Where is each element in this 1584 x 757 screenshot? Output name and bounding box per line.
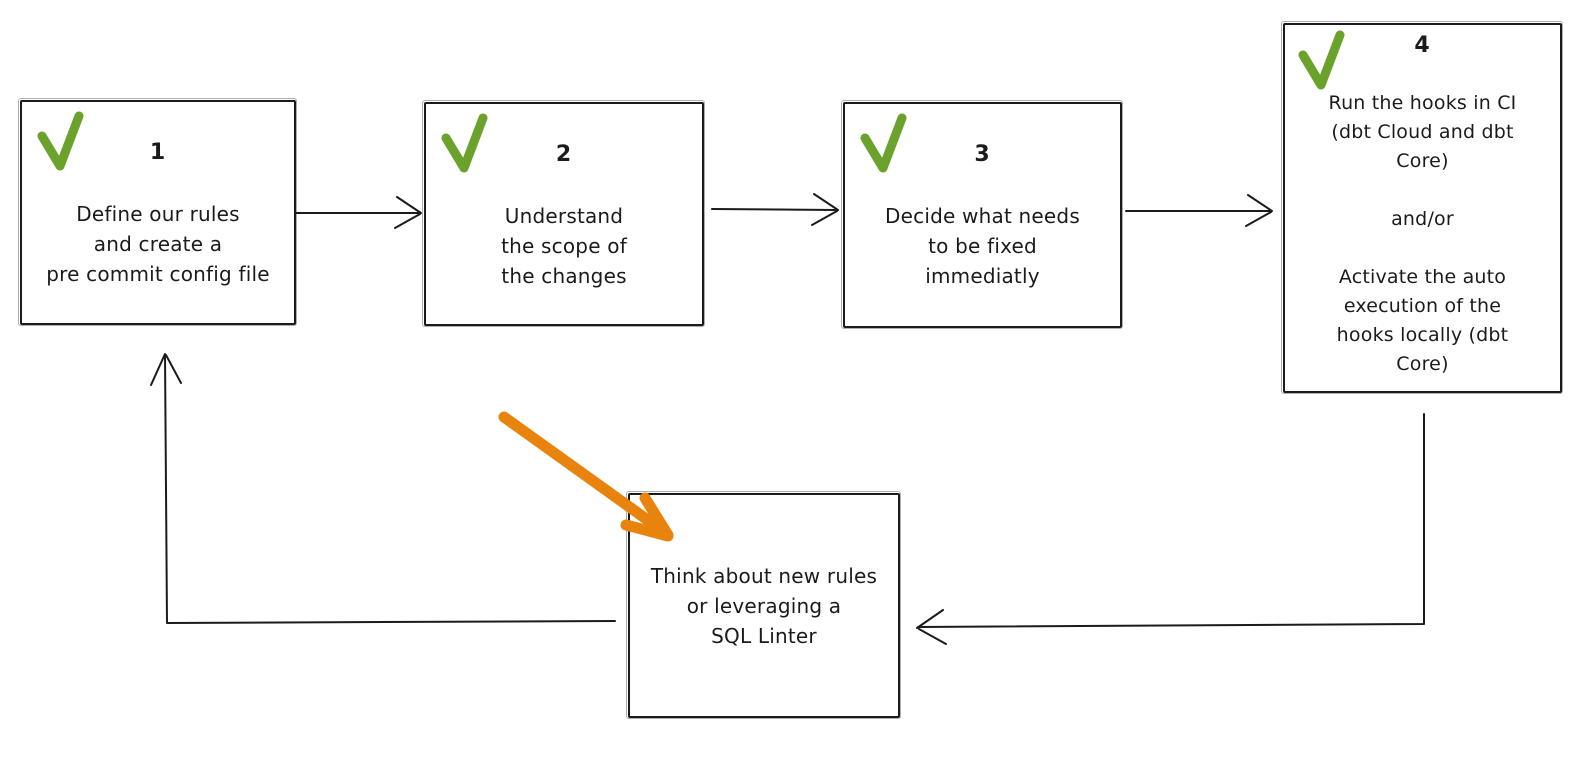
step-box-3: 3 Decide what needs to be fixed immediat… (841, 100, 1123, 329)
step-text: Understand the scope of the changes (501, 204, 627, 288)
arrow-step2-to-step3-icon (711, 193, 839, 226)
step-box-1: 1 Define our rules and create a pre comm… (18, 98, 297, 326)
arrow-feedback-to-step1-icon (150, 353, 616, 624)
checkmark-icon (37, 111, 84, 171)
checkmark-icon (860, 113, 907, 173)
step-text: Decide what needs to be fixed immediatly (885, 204, 1080, 288)
checkmark-icon (441, 113, 488, 173)
step-text: Run the hooks in CI (dbt Cloud and dbt C… (1328, 92, 1517, 375)
step-box-2: 2 Understand the scope of the changes (422, 100, 705, 327)
feedback-box: Think about new rules or leveraging a SQ… (626, 491, 901, 719)
arrow-step1-to-step2-icon (295, 196, 422, 229)
step-number: 3 (974, 142, 991, 167)
feedback-text: Think about new rules or leveraging a SQ… (650, 563, 878, 648)
step-number: 1 (149, 140, 167, 165)
step-number: 2 (555, 142, 573, 167)
step-text: Define our rules and create a pre commit… (46, 202, 270, 286)
step-number: 4 (1414, 33, 1431, 58)
checkmark-icon (1298, 30, 1345, 90)
arrow-step3-to-step4-icon (1125, 194, 1273, 227)
step-box-4: 4 Run the hooks in CI (dbt Cloud and dbt… (1281, 21, 1563, 394)
arrow-step4-to-feedback-icon (916, 413, 1425, 645)
